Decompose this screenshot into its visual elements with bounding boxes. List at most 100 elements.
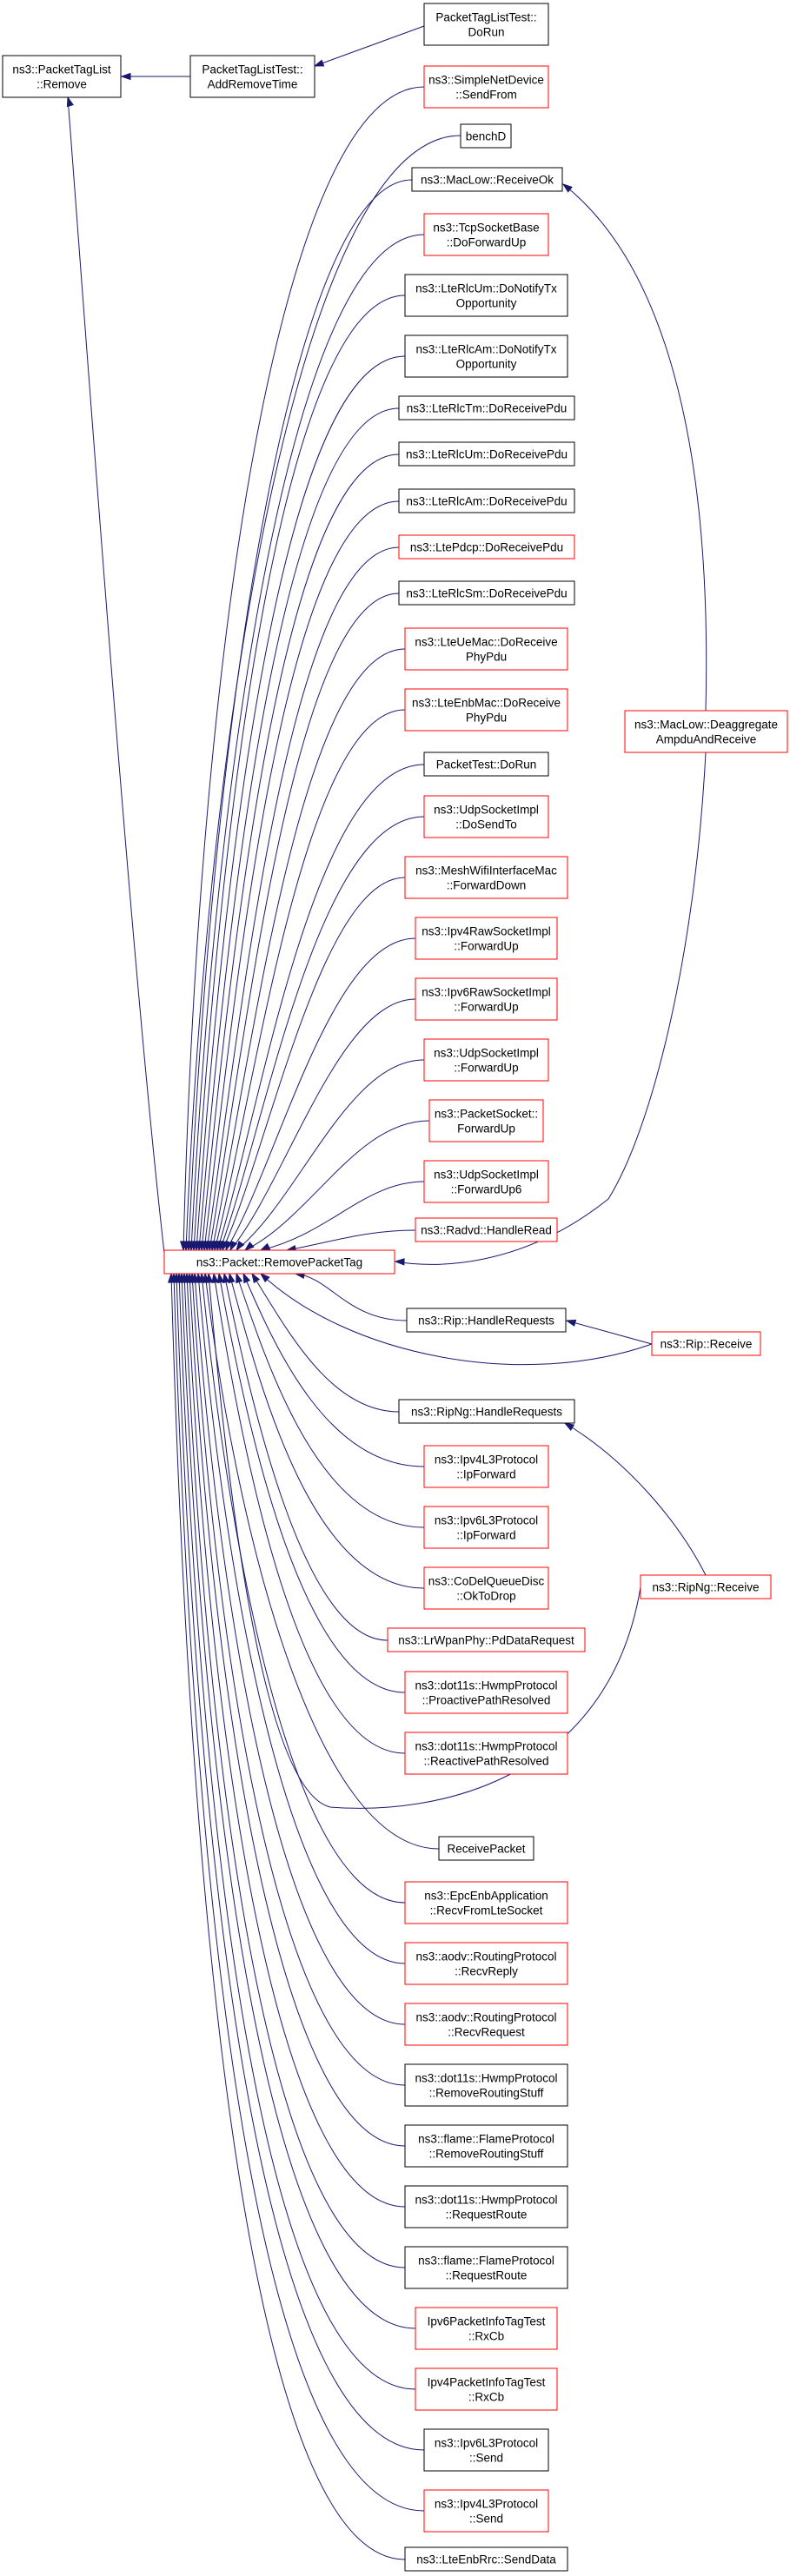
node-n_pkttest[interactable]: PacketTest::DoRun (423, 752, 549, 777)
node-box[interactable] (423, 1038, 549, 1082)
node-box[interactable] (423, 2489, 549, 2533)
node-box[interactable] (2, 55, 122, 98)
node-n_hwmpproact[interactable]: ns3::dot11s::HwmpProtocol::ProactivePath… (404, 1671, 568, 1714)
node-n_macrecv[interactable]: ns3::MacLow::ReceiveOk (411, 167, 563, 192)
node-box[interactable] (415, 917, 558, 960)
node-n_ipv4raw[interactable]: ns3::Ipv4RawSocketImpl::ForwardUp (415, 917, 558, 960)
node-rpt[interactable]: ns3::Packet::RemovePacketTag (163, 1249, 395, 1275)
node-box[interactable] (404, 627, 568, 671)
node-n_ipv6send[interactable]: ns3::Ipv6L3Protocol::Send (423, 2428, 549, 2472)
node-n_ipv6info[interactable]: Ipv6PacketInfoTagTest::RxCb (415, 2307, 558, 2350)
node-box[interactable] (415, 1217, 558, 1242)
node-n_ripngrecv[interactable]: ns3::RipNg::Receive (640, 1574, 772, 1599)
node-n_riprecv[interactable]: ns3::Rip::Receive (651, 1331, 761, 1356)
node-n_umrx[interactable]: ns3::LteRlcUm::DoReceivePdu (398, 441, 575, 467)
node-n_lrwpan[interactable]: ns3::LrWpanPhy::PdDataRequest (387, 1627, 586, 1652)
node-box[interactable] (404, 2246, 568, 2289)
node-n_meshfwd[interactable]: ns3::MeshWifiInterfaceMac::ForwardDown (404, 856, 568, 899)
node-box[interactable] (423, 1445, 549, 1488)
node-n_udpsendto[interactable]: ns3::UdpSocketImpl::DoSendTo (423, 795, 549, 838)
node-box[interactable] (387, 1627, 586, 1652)
node-box[interactable] (423, 213, 549, 256)
node-n_recvpkt[interactable]: ReceivePacket (438, 1836, 534, 1861)
node-n_tcpfwd[interactable]: ns3::TcpSocketBase::DoForwardUp (423, 213, 549, 256)
node-box[interactable] (428, 1099, 544, 1142)
node-box[interactable] (406, 1308, 567, 1333)
node-box[interactable] (423, 1566, 549, 1610)
node-n_enbrrc[interactable]: ns3::LteEnbRrc::SendData (404, 2546, 568, 2572)
node-n_hwmpreact[interactable]: ns3::dot11s::HwmpProtocol::ReactivePathR… (404, 1732, 568, 1775)
node-box[interactable] (404, 2546, 568, 2572)
node-box[interactable] (404, 1732, 568, 1775)
node-n_hwmpreqroute[interactable]: ns3::dot11s::HwmpProtocol::RequestRoute (404, 2185, 568, 2228)
node-n_flamereqroute[interactable]: ns3::flame::FlameProtocol::RequestRoute (404, 2246, 568, 2289)
node-box[interactable] (423, 65, 549, 109)
node-box[interactable] (423, 2428, 549, 2472)
node-box[interactable] (404, 688, 568, 732)
node-n_pktsock[interactable]: ns3::PacketSocket::ForwardUp (428, 1099, 544, 1142)
node-n_ipv6fwd[interactable]: ns3::Ipv6L3Protocol::IpForward (423, 1506, 549, 1549)
node-n_riphr[interactable]: ns3::Rip::HandleRequests (406, 1308, 567, 1333)
node-n_ripnghr[interactable]: ns3::RipNg::HandleRequests (398, 1399, 575, 1424)
node-box[interactable] (640, 1574, 772, 1599)
node-n_amrx[interactable]: ns3::LteRlcAm::DoReceivePdu (398, 488, 575, 513)
node-box[interactable] (415, 2307, 558, 2350)
node-dorun[interactable]: PacketTagListTest::DoRun (423, 3, 549, 46)
node-box[interactable] (423, 3, 549, 46)
node-box[interactable] (423, 752, 549, 777)
node-box[interactable] (404, 1881, 568, 1924)
node-box[interactable] (398, 534, 575, 560)
node-box[interactable] (163, 1249, 395, 1275)
node-box[interactable] (415, 977, 558, 1021)
node-n_udpfwd[interactable]: ns3::UdpSocketImpl::ForwardUp (423, 1038, 549, 1082)
node-n_aodvreply[interactable]: ns3::aodv::RoutingProtocol::RecvReply (404, 1942, 568, 1985)
node-box[interactable] (423, 1160, 549, 1203)
node-box[interactable] (398, 441, 575, 467)
node-n_flamerm[interactable]: ns3::flame::FlameProtocol::RemoveRouting… (404, 2124, 568, 2168)
node-box[interactable] (423, 1506, 549, 1549)
node-box[interactable] (624, 710, 788, 753)
node-box[interactable] (398, 488, 575, 513)
node-box[interactable] (404, 2124, 568, 2168)
node-n_ipv6raw[interactable]: ns3::Ipv6RawSocketImpl::ForwardUp (415, 977, 558, 1021)
node-box[interactable] (651, 1331, 761, 1356)
node-box[interactable] (404, 334, 568, 378)
node-n_udpfwd6[interactable]: ns3::UdpSocketImpl::ForwardUp6 (423, 1160, 549, 1203)
node-n_sendfrom[interactable]: ns3::SimpleNetDevice::SendFrom (423, 65, 549, 109)
node-n_smrx[interactable]: ns3::LteRlcSm::DoReceivePdu (398, 580, 575, 606)
node-remove[interactable]: ns3::PacketTagList::Remove (2, 55, 122, 98)
node-box[interactable] (404, 2185, 568, 2228)
node-n_epcenb[interactable]: ns3::EpcEnbApplication::RecvFromLteSocke… (404, 1881, 568, 1924)
node-n_tmrx[interactable]: ns3::LteRlcTm::DoReceivePdu (398, 395, 575, 421)
node-n_hwmprm[interactable]: ns3::dot11s::HwmpProtocol::RemoveRouting… (404, 2063, 568, 2107)
node-box[interactable] (398, 1399, 575, 1424)
node-n_codel[interactable]: ns3::CoDelQueueDisc::OkToDrop (423, 1566, 549, 1610)
node-box[interactable] (398, 580, 575, 606)
node-n_ipv4send[interactable]: ns3::Ipv4L3Protocol::Send (423, 2489, 549, 2533)
node-n_aodvreq[interactable]: ns3::aodv::RoutingProtocol::RecvRequest (404, 2003, 568, 2046)
node-box[interactable] (460, 123, 512, 149)
node-box[interactable] (415, 2367, 558, 2411)
node-addremove[interactable]: PacketTagListTest::AddRemoveTime (189, 55, 315, 98)
node-n_benchd[interactable]: benchD (460, 123, 512, 149)
node-n_ipv4fwd[interactable]: ns3::Ipv4L3Protocol::IpForward (423, 1445, 549, 1488)
node-box[interactable] (398, 395, 575, 421)
node-box[interactable] (438, 1836, 534, 1861)
node-box[interactable] (423, 795, 549, 838)
node-n_ipv4info[interactable]: Ipv4PacketInfoTagTest::RxCb (415, 2367, 558, 2411)
node-box[interactable] (189, 55, 315, 98)
node-box[interactable] (404, 856, 568, 899)
node-box[interactable] (404, 1671, 568, 1714)
node-n_pdcprx[interactable]: ns3::LtePdcp::DoReceivePdu (398, 534, 575, 560)
node-box[interactable] (404, 1942, 568, 1985)
node-box[interactable] (404, 2063, 568, 2107)
node-box[interactable] (404, 2003, 568, 2046)
node-n_radvd[interactable]: ns3::Radvd::HandleRead (415, 1217, 558, 1242)
node-box[interactable] (404, 274, 568, 317)
node-box[interactable] (411, 167, 563, 192)
